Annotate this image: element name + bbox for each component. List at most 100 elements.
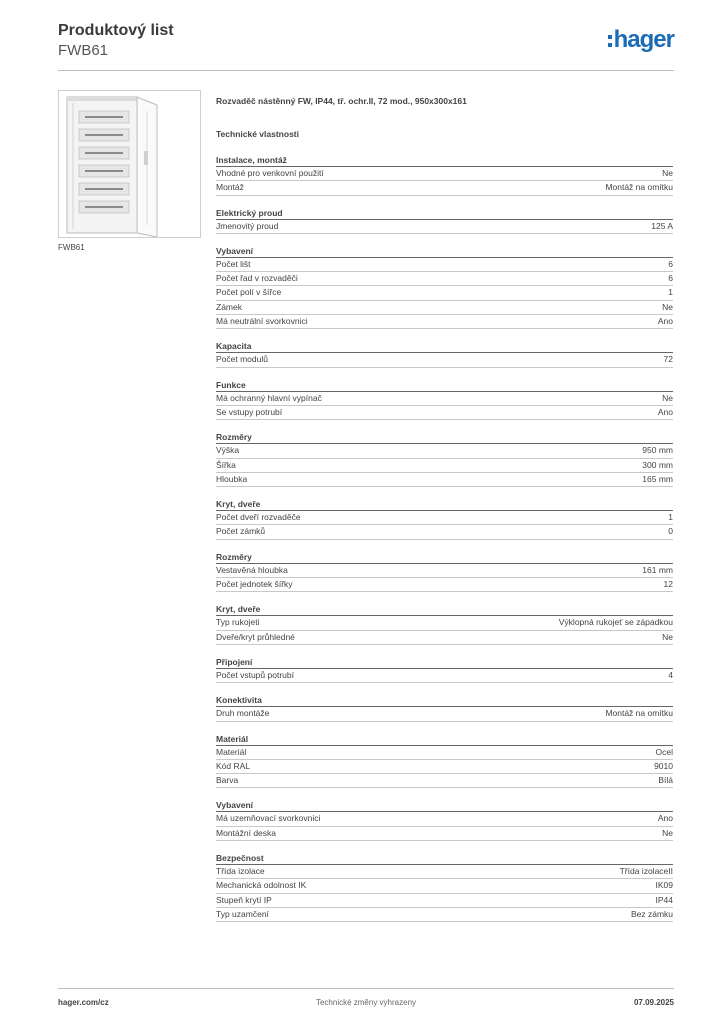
spec-label: Jmenovitý proud (216, 220, 279, 231)
spec-value: 161 mm (642, 564, 673, 575)
spec-row: Druh montáže Montáž na omítku (216, 707, 673, 722)
section-title: Konektivita (216, 694, 673, 708)
spec-value: Ano (657, 813, 673, 824)
spec-label: Počet jednotek šířky (216, 579, 293, 590)
logo-colon-icon (607, 35, 612, 47)
spec-row: Počet jednotek šířky 12 (216, 578, 673, 593)
section-title: Instalace, montáž (216, 154, 673, 167)
section-title: Bezpečnost (216, 852, 673, 866)
spec-label: Výška (216, 445, 240, 456)
spec-value: 300 mm (642, 459, 673, 470)
spec-value: Ne (662, 392, 673, 403)
spec-label: Materiál (216, 746, 247, 757)
spec-value: 12 (663, 579, 673, 590)
spec-label: Šířka (216, 459, 236, 470)
spec-label: Počet dveří rozvaděče (216, 512, 301, 523)
spec-row: Se vstupy potrubí Ano (216, 406, 673, 421)
footer-note: Technické změny vyhrazeny (315, 998, 417, 1007)
section-title: Funkce (216, 379, 673, 392)
spec-label: Počet zámků (216, 526, 266, 537)
section-title: Rozměry (216, 431, 673, 445)
spec-label: Třída izolace (216, 866, 265, 877)
spec-label: Hloubka (216, 473, 248, 484)
spec-label: Druh montáže (216, 708, 270, 719)
spec-value: 950 mm (642, 445, 673, 456)
spec-row: Výška 950 mm (216, 444, 673, 459)
section-title: Kryt, dveře (216, 498, 673, 512)
spec-label: Počet polí v šířce (216, 287, 282, 298)
spec-row: Počet vstupů potrubí 4 (216, 669, 673, 684)
spec-label: Počet lišt (216, 258, 251, 269)
spec-label: Typ rukojeti (216, 617, 260, 628)
section-title: Rozměry (216, 551, 673, 564)
spec-label: Montáž (216, 182, 244, 193)
spec-value: 6 (668, 273, 673, 284)
spec-value: 9010 (654, 760, 673, 771)
cabinet-illustration (66, 96, 158, 238)
spec-label: Dveře/kryt průhledné (216, 631, 295, 642)
spec-value: 4 (668, 669, 673, 680)
page-header: Produktový list FWB61 hager (58, 22, 675, 71)
spec-row: Barva Bílá (216, 774, 673, 789)
spec-value: Bez zámku (630, 908, 673, 919)
spec-label: Barva (216, 775, 239, 786)
tech-properties-title: Technické vlastnosti (216, 129, 299, 139)
spec-row: Typ uzamčení Bez zámku (216, 908, 673, 923)
spec-value: 125 A (651, 220, 673, 231)
section-title: Kryt, dveře (216, 603, 673, 617)
spec-value: Montáž na omítku (605, 182, 673, 193)
spec-label: Má uzemňovací svorkovnici (216, 813, 321, 824)
spec-value: 1 (668, 287, 673, 298)
section-title: Vybavení (216, 245, 673, 258)
spec-value: Ne (662, 168, 673, 178)
product-code: FWB61 (58, 42, 109, 59)
spec-value: 72 (663, 354, 673, 365)
spec-row: Jmenovitý proud 125 A (216, 220, 673, 234)
spec-value: Montáž na omítku (605, 708, 673, 719)
section-title: Vybavení (216, 799, 673, 813)
spec-value: 165 mm (642, 473, 673, 484)
spec-value: IP44 (655, 894, 674, 905)
spec-label: Zámek (216, 301, 242, 312)
spec-row: Počet řad v rozvaděči 6 (216, 272, 673, 287)
spec-label: Počet řad v rozvaděči (216, 273, 298, 284)
spec-value: Ne (662, 827, 673, 838)
spec-row: Hloubka 165 mm (216, 473, 673, 488)
spec-row: Počet zámků 0 (216, 525, 673, 540)
footer-date: 07.09.2025 (633, 998, 674, 1007)
spec-label: Typ uzamčení (216, 908, 269, 919)
hager-logo: hager (607, 28, 675, 52)
spec-label: Počet vstupů potrubí (216, 669, 294, 680)
spec-value: Ano (657, 406, 673, 417)
image-caption: FWB61 (58, 243, 85, 252)
page-footer: hager.com/cz Technické změny vyhrazeny 0… (58, 988, 674, 1017)
spec-label: Se vstupy potrubí (216, 406, 283, 417)
spec-value: Výklopná rukojeť se západkou (558, 617, 673, 628)
spec-value: 0 (668, 526, 673, 537)
spec-label: Má neutrální svorkovnici (216, 316, 308, 327)
spec-row: Má ochranný hlavní vypínač Ne (216, 392, 673, 406)
spec-value: Bílá (658, 775, 673, 786)
spec-label: Má ochranný hlavní vypínač (216, 392, 322, 403)
